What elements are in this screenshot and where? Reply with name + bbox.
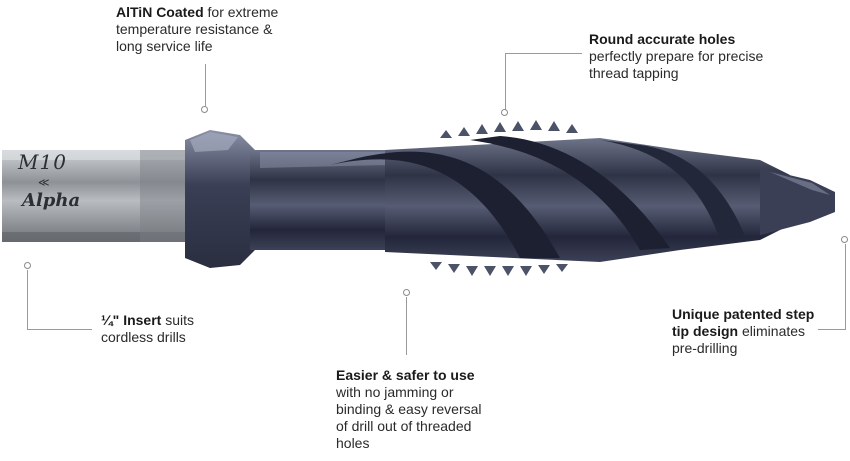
callout-tip-title: Unique patented step tip design [672, 306, 815, 339]
leader-tip [818, 244, 846, 330]
hex-shank [2, 150, 185, 242]
callout-insert-text: suits cordless drills [101, 312, 195, 345]
callout-insert-title: ¼" Insert [101, 312, 162, 328]
size-marking: M10 [18, 150, 67, 174]
callout-holes-title: Round accurate holes [589, 31, 736, 47]
brand-name: Alpha [22, 190, 81, 211]
callout-safer-title: Easier & safer to use [336, 367, 475, 383]
marker-tip [841, 236, 848, 243]
marker-safer [403, 289, 410, 296]
threaded-body [330, 120, 835, 276]
leader-safer [406, 297, 407, 355]
marker-holes [501, 109, 508, 116]
callout-tip: Unique patented step tip design eliminat… [672, 306, 817, 357]
callout-coating: AlTiN Coated for extreme temperature res… [116, 4, 296, 55]
marker-coating [201, 106, 208, 113]
callout-insert: ¼" Insert suits cordless drills [101, 312, 221, 346]
brand-logo-icon: ≪ [38, 177, 50, 189]
leader-holes [505, 53, 582, 110]
shaft [250, 150, 390, 250]
callout-holes-text: perfectly prepare for precise thread tap… [589, 48, 764, 81]
callout-tip-text: eliminates pre-drilling [672, 323, 806, 356]
leader-insert [27, 270, 92, 330]
callout-safer-text: with no jamming or binding & easy revers… [336, 384, 482, 451]
marker-insert [24, 262, 31, 269]
collar [185, 130, 255, 268]
callout-coating-text: for extreme temperature resistance & lon… [116, 4, 279, 54]
leader-coating [205, 64, 206, 106]
callout-coating-title: AlTiN Coated [116, 4, 204, 20]
